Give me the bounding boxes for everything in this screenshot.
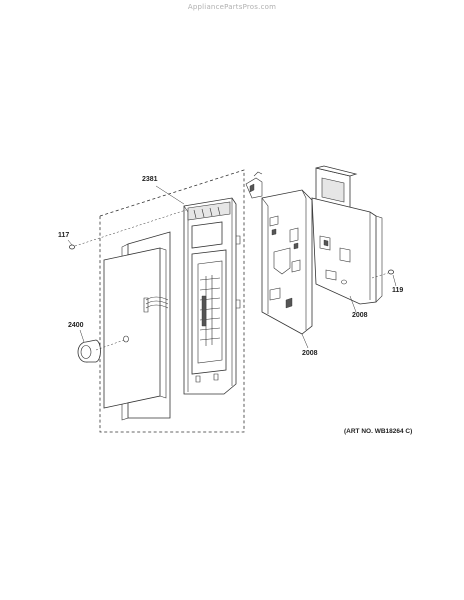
label-2008-bottom: 2008 [302,350,318,357]
leader-2008-right [349,295,357,313]
label-2008-right: 2008 [352,312,368,319]
label-117: 117 [58,232,70,239]
bracket-2008-front [261,189,313,335]
leader-119 [392,274,397,287]
art-number: (ART NO. WB18264 C) [344,428,413,435]
label-119: 119 [392,287,404,294]
control-panel-frame [183,197,241,395]
front-panel-overlay [103,247,167,409]
label-2381: 2381 [142,176,158,183]
watermark-text: AppliancePartsPros.com [187,3,277,11]
knob-2400 [77,335,129,363]
assembly-boundary-2381 [99,169,245,433]
screw-119 [371,269,394,279]
leader-117 [67,239,73,246]
leader-2008-bottom [301,333,309,349]
ribbon-cable [143,296,169,313]
leader-2381 [155,185,185,205]
label-2400: 2400 [68,322,84,329]
bracket-2008-rear [245,165,383,305]
leader-2400 [79,329,85,343]
